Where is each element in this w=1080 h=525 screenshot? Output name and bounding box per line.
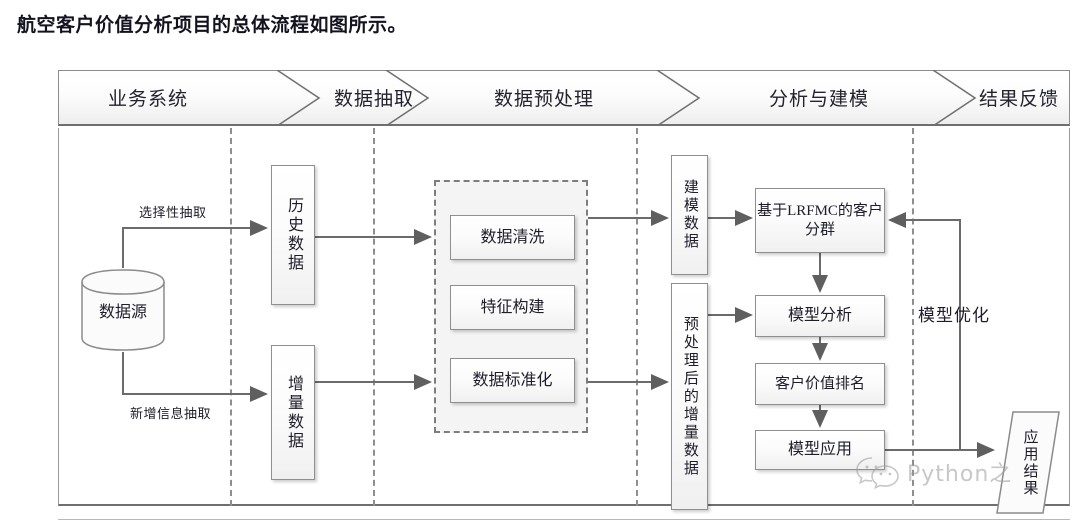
edge-label-model-optimize: 模型优化 xyxy=(918,306,990,325)
node-customer-value-rank[interactable]: 客户价值排名 xyxy=(755,363,885,405)
node-data-source[interactable]: 数据源 xyxy=(78,268,168,352)
parallelogram-icon xyxy=(996,411,1060,514)
lane-divider-3 xyxy=(636,128,638,506)
edge-label-selective-extract: 选择性抽取 xyxy=(139,205,207,220)
phase-banner: 业务系统 数据抽取 数据预处理 分析与建模 结果反馈 xyxy=(58,70,1070,126)
phase-label-result-feedback: 结果反馈 xyxy=(978,89,1059,110)
node-app-result-label: 应用结果 xyxy=(1021,428,1038,497)
node-model-analysis[interactable]: 模型分析 xyxy=(755,295,885,337)
node-model-data[interactable]: 建模数据 xyxy=(671,155,708,275)
phase-label-business-system: 业务系统 xyxy=(107,89,188,110)
bottom-rule xyxy=(58,519,1070,520)
node-data-standardize[interactable]: 数据标准化 xyxy=(450,358,575,403)
node-data-source-label: 数据源 xyxy=(98,304,147,321)
phase-label-data-preprocess: 数据预处理 xyxy=(493,89,594,110)
cylinder-icon xyxy=(81,269,165,351)
node-increment-data[interactable]: 增量数据 xyxy=(271,345,315,480)
node-preprocessed-increment-data[interactable]: 预处理后的增量数据 xyxy=(671,283,708,510)
node-model-apply[interactable]: 模型应用 xyxy=(755,430,885,470)
lane-divider-2 xyxy=(373,128,375,506)
node-lrfmc-cluster[interactable]: 基于LRFMC的客户分群 xyxy=(755,188,885,253)
node-data-clean[interactable]: 数据清洗 xyxy=(450,215,575,260)
phase-label-analysis-modeling: 分析与建模 xyxy=(768,89,869,110)
edge-label-new-info-extract: 新增信息抽取 xyxy=(130,406,212,421)
page-title: 航空客户价值分析项目的总体流程如图所示。 xyxy=(17,15,408,36)
lane-divider-1 xyxy=(230,128,232,506)
node-history-data[interactable]: 历史数据 xyxy=(271,165,315,305)
lane-divider-4 xyxy=(912,128,914,506)
node-feature-build[interactable]: 特征构建 xyxy=(450,285,575,330)
node-app-result[interactable]: 应用结果 xyxy=(995,410,1061,515)
